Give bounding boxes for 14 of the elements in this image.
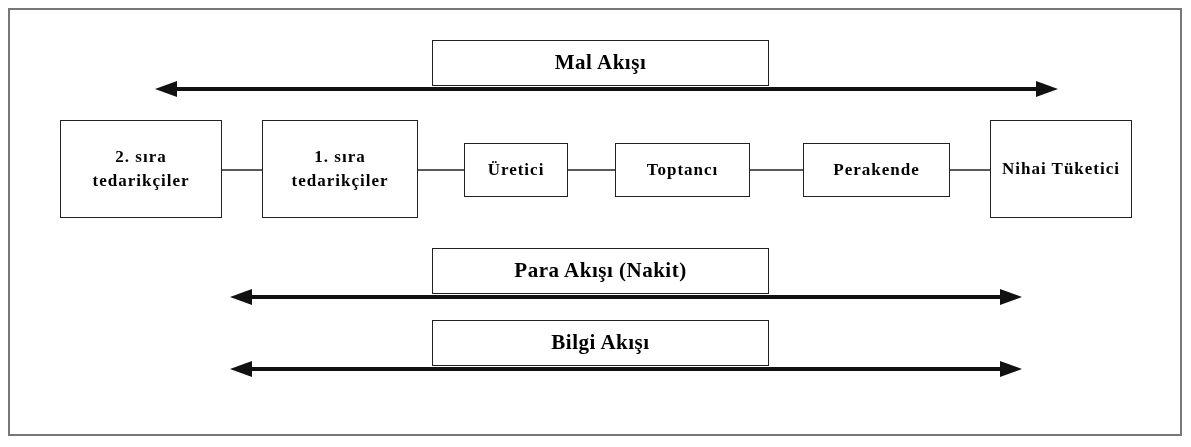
- supply-chain-box: 1. sıra tedarikçiler: [262, 120, 418, 218]
- flow-title-box: Bilgi Akışı: [432, 320, 769, 366]
- connector-line: [949, 169, 991, 171]
- connector-line: [221, 169, 263, 171]
- supply-chain-box: Toptancı: [615, 143, 750, 197]
- supply-chain-box: Perakende: [803, 143, 950, 197]
- flow-title-box: Para Akışı (Nakit): [432, 248, 769, 294]
- flow-title-box: Mal Akışı: [432, 40, 769, 86]
- connector-line: [749, 169, 804, 171]
- supply-chain-box: 2. sıra tedarikçiler: [60, 120, 222, 218]
- connector-line: [417, 169, 465, 171]
- supply-chain-box: Üretici: [464, 143, 568, 197]
- supply-chain-box: Nihai Tüketici: [990, 120, 1132, 218]
- connector-line: [567, 169, 616, 171]
